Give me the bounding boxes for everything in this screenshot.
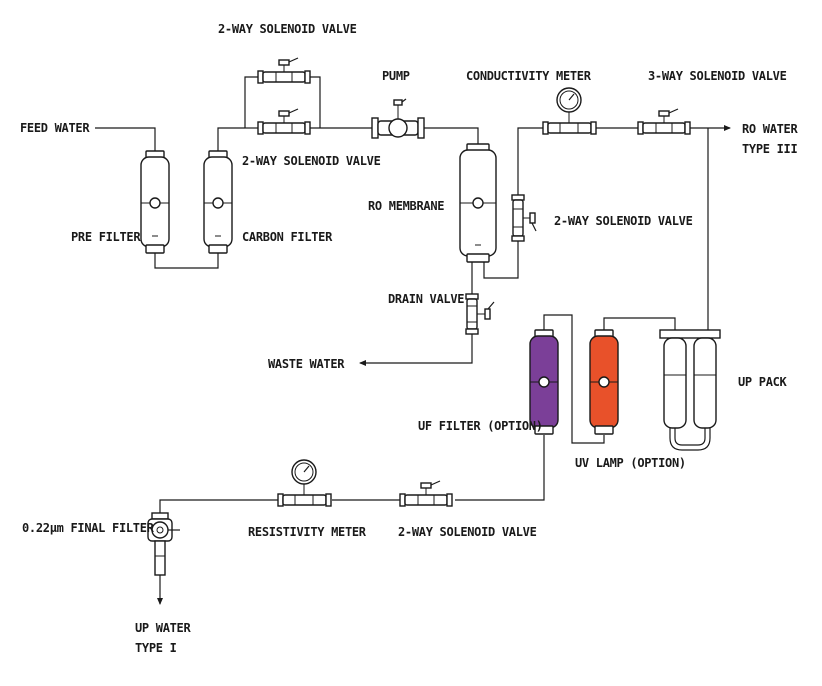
solenoid-valve-icon bbox=[399, 480, 453, 507]
uf-filter-label: UF FILTER (OPTION) bbox=[418, 419, 543, 433]
resistivity-meter-label: RESISTIVITY METER bbox=[248, 525, 367, 539]
valve-bypass-label: 2-WAY SOLENOID VALVE bbox=[242, 154, 381, 168]
conductivity-meter-label: CONDUCTIVITY METER bbox=[466, 69, 592, 83]
labels: FEED WATER 2-WAY SOLENOID VALVE 2-WAY SO… bbox=[20, 22, 799, 655]
drain-to-waste-pipe bbox=[359, 332, 473, 366]
uv-lamp-label: UV LAMP (OPTION) bbox=[575, 456, 686, 470]
ro-water-label-line2: TYPE III bbox=[742, 142, 797, 156]
up-water-label-line1: UP WATER bbox=[135, 621, 191, 635]
uv-lamp bbox=[589, 329, 619, 435]
valve-bottom-label: 2-WAY SOLENOID VALVE bbox=[398, 525, 537, 539]
up-pack-label: UP PACK bbox=[738, 375, 788, 389]
pump-label: PUMP bbox=[382, 69, 410, 83]
solenoid-valve-icon bbox=[637, 108, 691, 135]
drain-valve bbox=[465, 293, 495, 335]
up-pack-to-uv-pipe bbox=[603, 317, 676, 333]
three-way-valve-label: 3-WAY SOLENOID VALVE bbox=[648, 69, 787, 83]
up-pack bbox=[659, 329, 721, 451]
ro-membrane-label: RO MEMBRANE bbox=[368, 199, 444, 213]
resistivity-meter bbox=[277, 459, 332, 507]
uf-to-bottom-pipe bbox=[455, 435, 545, 501]
solenoid-valve-icon bbox=[257, 57, 311, 84]
resistivity-to-final-pipe bbox=[159, 499, 278, 515]
ro-water-label-line1: RO WATER bbox=[742, 122, 798, 136]
pipes bbox=[95, 76, 731, 605]
side-valve-to-meter-pipe bbox=[517, 127, 543, 195]
pre-carbon-link-pipe bbox=[154, 252, 219, 269]
waste-water-label: WASTE WATER bbox=[268, 357, 345, 371]
valve-top-label: 2-WAY SOLENOID VALVE bbox=[218, 22, 357, 36]
valve-bypass-left-pipe bbox=[244, 76, 258, 128]
carbon-to-valves-pipe bbox=[217, 127, 245, 152]
ro-to-side-valve-pipe bbox=[483, 240, 519, 279]
pre-filter bbox=[140, 150, 170, 254]
uf-filter bbox=[529, 329, 559, 435]
final-filter-label: 0.22µm FINAL FILTER bbox=[22, 521, 155, 535]
pump-icon bbox=[371, 98, 425, 139]
carbon-filter-label: CARBON FILTER bbox=[242, 230, 333, 244]
final-filter bbox=[147, 512, 180, 576]
solenoid-valve-icon bbox=[511, 194, 537, 242]
pre-filter-label: PRE FILTER bbox=[71, 230, 141, 244]
valve-bypass-right-pipe bbox=[310, 76, 321, 128]
solenoid-valve-icon bbox=[257, 108, 311, 135]
ro-membrane bbox=[459, 143, 497, 263]
up-water-label-line2: TYPE I bbox=[135, 641, 177, 655]
gauge-icon bbox=[291, 459, 317, 485]
uv-to-uf-pipe bbox=[543, 314, 605, 444]
conductivity-meter bbox=[542, 87, 597, 135]
feed-water-pipe bbox=[95, 127, 156, 152]
carbon-filter bbox=[203, 150, 233, 254]
feed-water-label: FEED WATER bbox=[20, 121, 90, 135]
drain-valve-label: DRAIN VALVE bbox=[388, 292, 464, 306]
pump-to-ro-pipe bbox=[424, 127, 479, 145]
valve-ro-side-label: 2-WAY SOLENOID VALVE bbox=[554, 214, 693, 228]
gauge-icon bbox=[556, 87, 582, 113]
